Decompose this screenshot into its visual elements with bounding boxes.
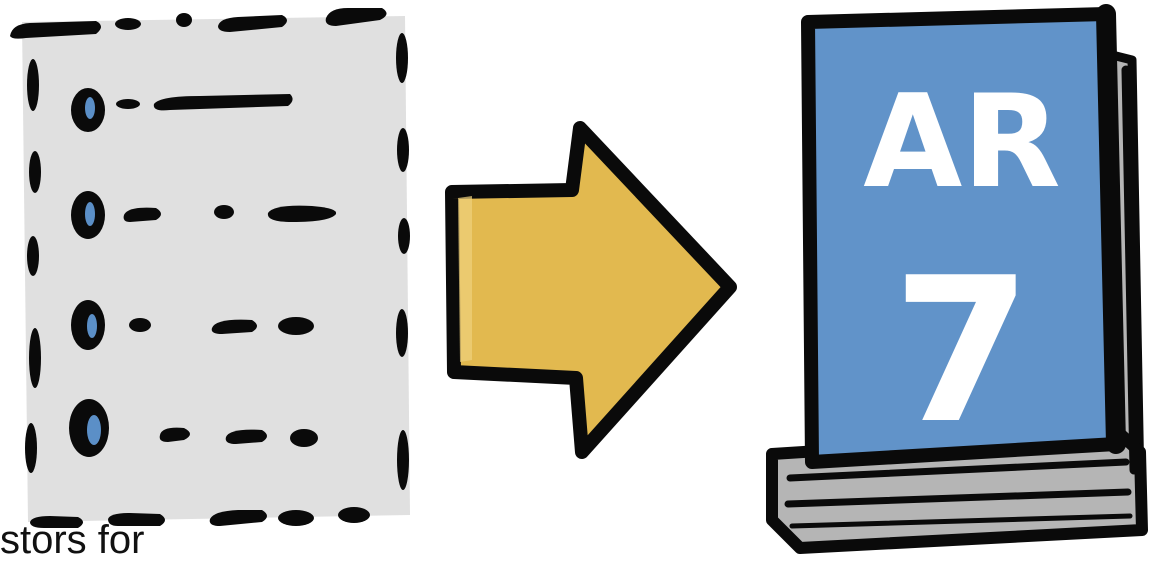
book-icon: AR 7 bbox=[772, 14, 1142, 548]
list-document-icon bbox=[10, 8, 410, 528]
caption-text: stors for bbox=[0, 517, 144, 563]
book-title-number: 7 bbox=[892, 235, 1031, 468]
book-title-letters: AR bbox=[863, 68, 1061, 217]
arrow-right-icon bbox=[452, 128, 730, 452]
